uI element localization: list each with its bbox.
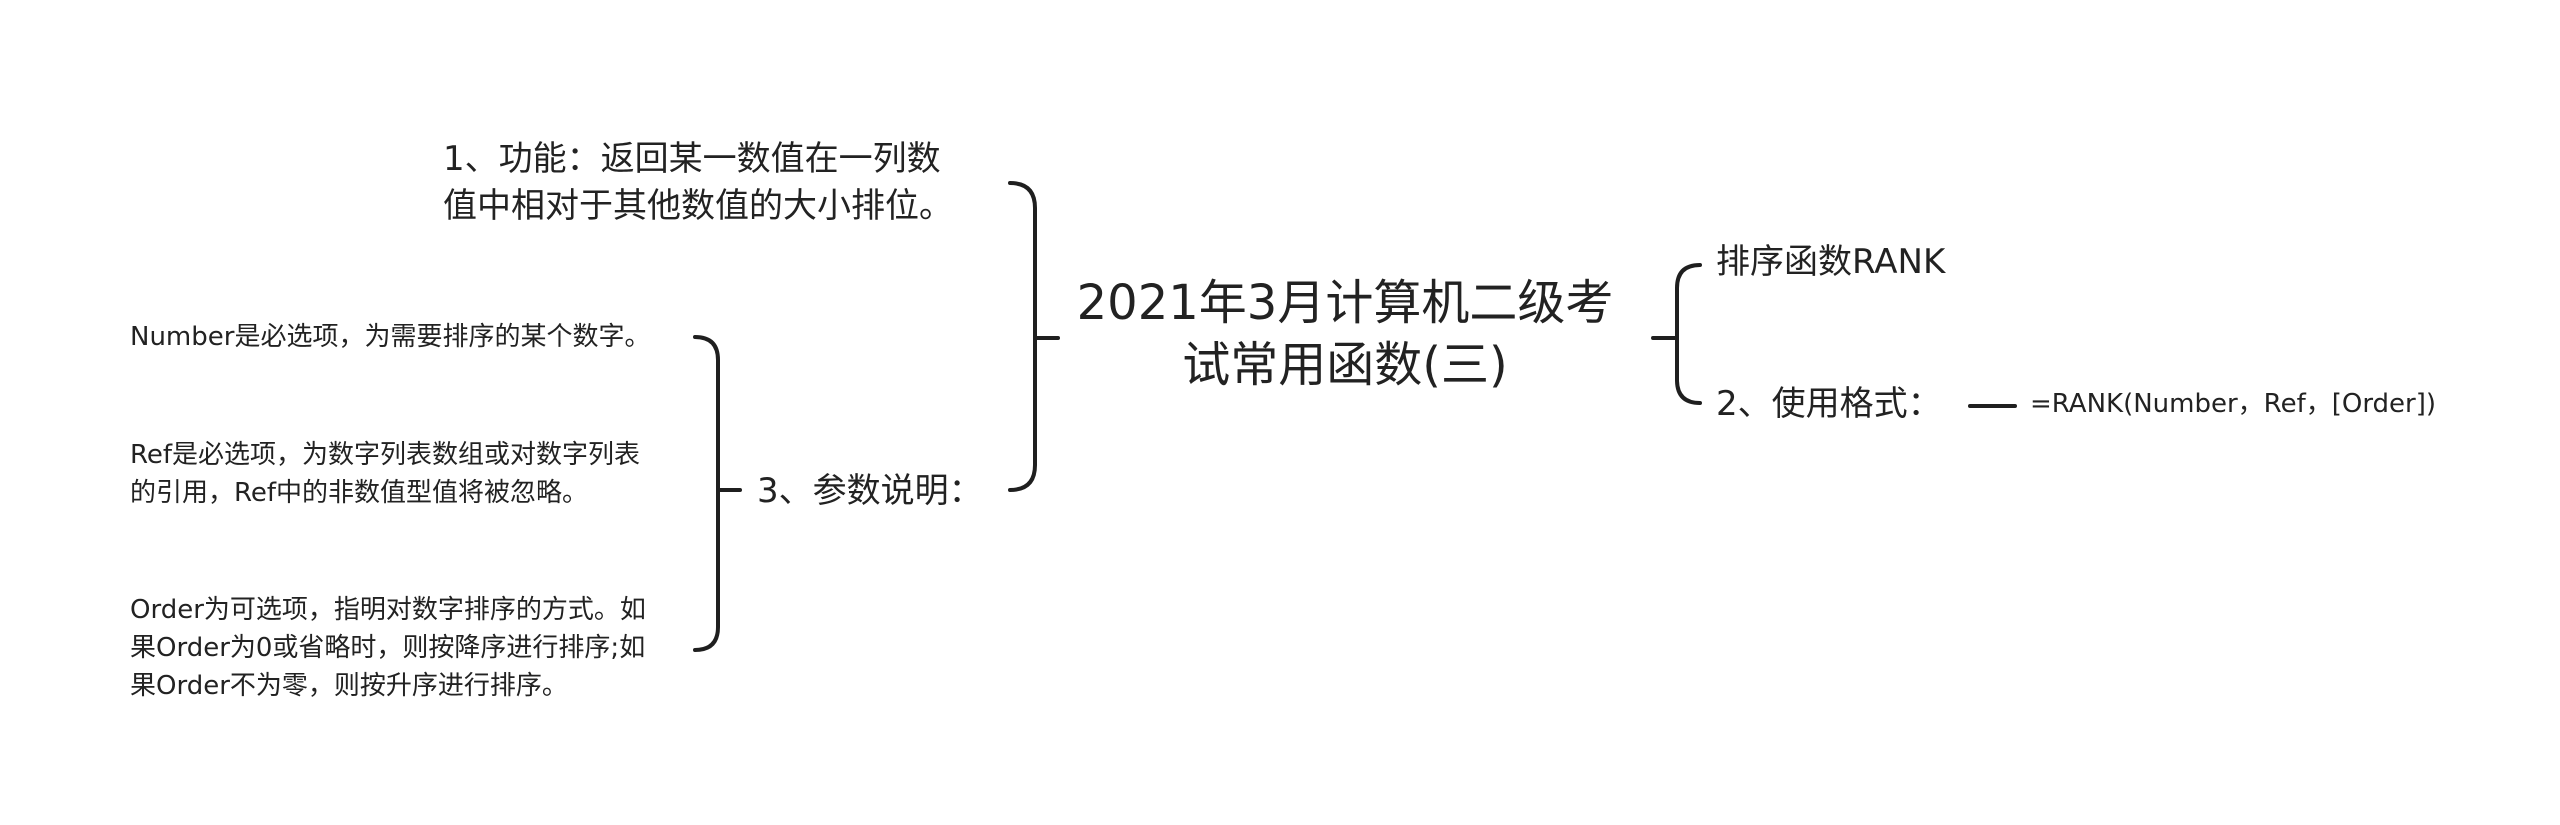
- param-ref-line-1: Ref是必选项，为数字列表数组或对数字列表: [130, 440, 641, 470]
- center-topic-line-2: 试常用函数(三): [1182, 337, 1508, 393]
- param-number-node[interactable]: Number是必选项，为需要排序的某个数字。: [130, 318, 650, 356]
- param-number-line-1: Number是必选项，为需要排序的某个数字。: [130, 322, 651, 352]
- function-node-line-1: 1、功能：返回某一数值在一列数: [443, 139, 941, 179]
- params-children-bracket: [693, 335, 720, 652]
- rank-name-node[interactable]: 排序函数RANK: [1716, 240, 1945, 284]
- param-order-line-3: 果Order不为零，则按升序进行排序。: [130, 671, 568, 701]
- left-main-bracket: [1008, 181, 1037, 492]
- function-node-line-2: 值中相对于其他数值的大小排位。: [443, 186, 953, 226]
- param-order-node[interactable]: Order为可选项，指明对数字排序的方式。如 果Order为0或省略时，则按降序…: [130, 591, 646, 705]
- format-node[interactable]: 2、使用格式：: [1716, 382, 1942, 426]
- center-topic-line-1: 2021年3月计算机二级考: [1076, 275, 1614, 331]
- param-ref-node[interactable]: Ref是必选项，为数字列表数组或对数字列表 的引用，Ref中的非数值型值将被忽略…: [130, 436, 640, 512]
- rank-name-label: 排序函数RANK: [1716, 242, 1946, 282]
- function-node[interactable]: 1、功能：返回某一数值在一列数 值中相对于其他数值的大小排位。: [443, 136, 953, 230]
- format-node-label: 2、使用格式：: [1716, 384, 1942, 424]
- right-main-bracket: [1675, 263, 1702, 405]
- center-topic[interactable]: 2021年3月计算机二级考 试常用函数(三): [1075, 272, 1615, 396]
- params-node-label: 3、参数说明：: [757, 471, 983, 511]
- formula-label: =RANK(Number，Ref，[Order]): [2030, 389, 2437, 419]
- param-ref-line-2: 的引用，Ref中的非数值型值将被忽略。: [130, 478, 589, 508]
- params-node[interactable]: 3、参数说明：: [757, 468, 983, 515]
- formula-node[interactable]: =RANK(Number，Ref，[Order]): [2030, 388, 2436, 422]
- param-order-line-2: 果Order为0或省略时，则按降序进行排序;如: [130, 633, 646, 663]
- param-order-line-1: Order为可选项，指明对数字排序的方式。如: [130, 595, 646, 625]
